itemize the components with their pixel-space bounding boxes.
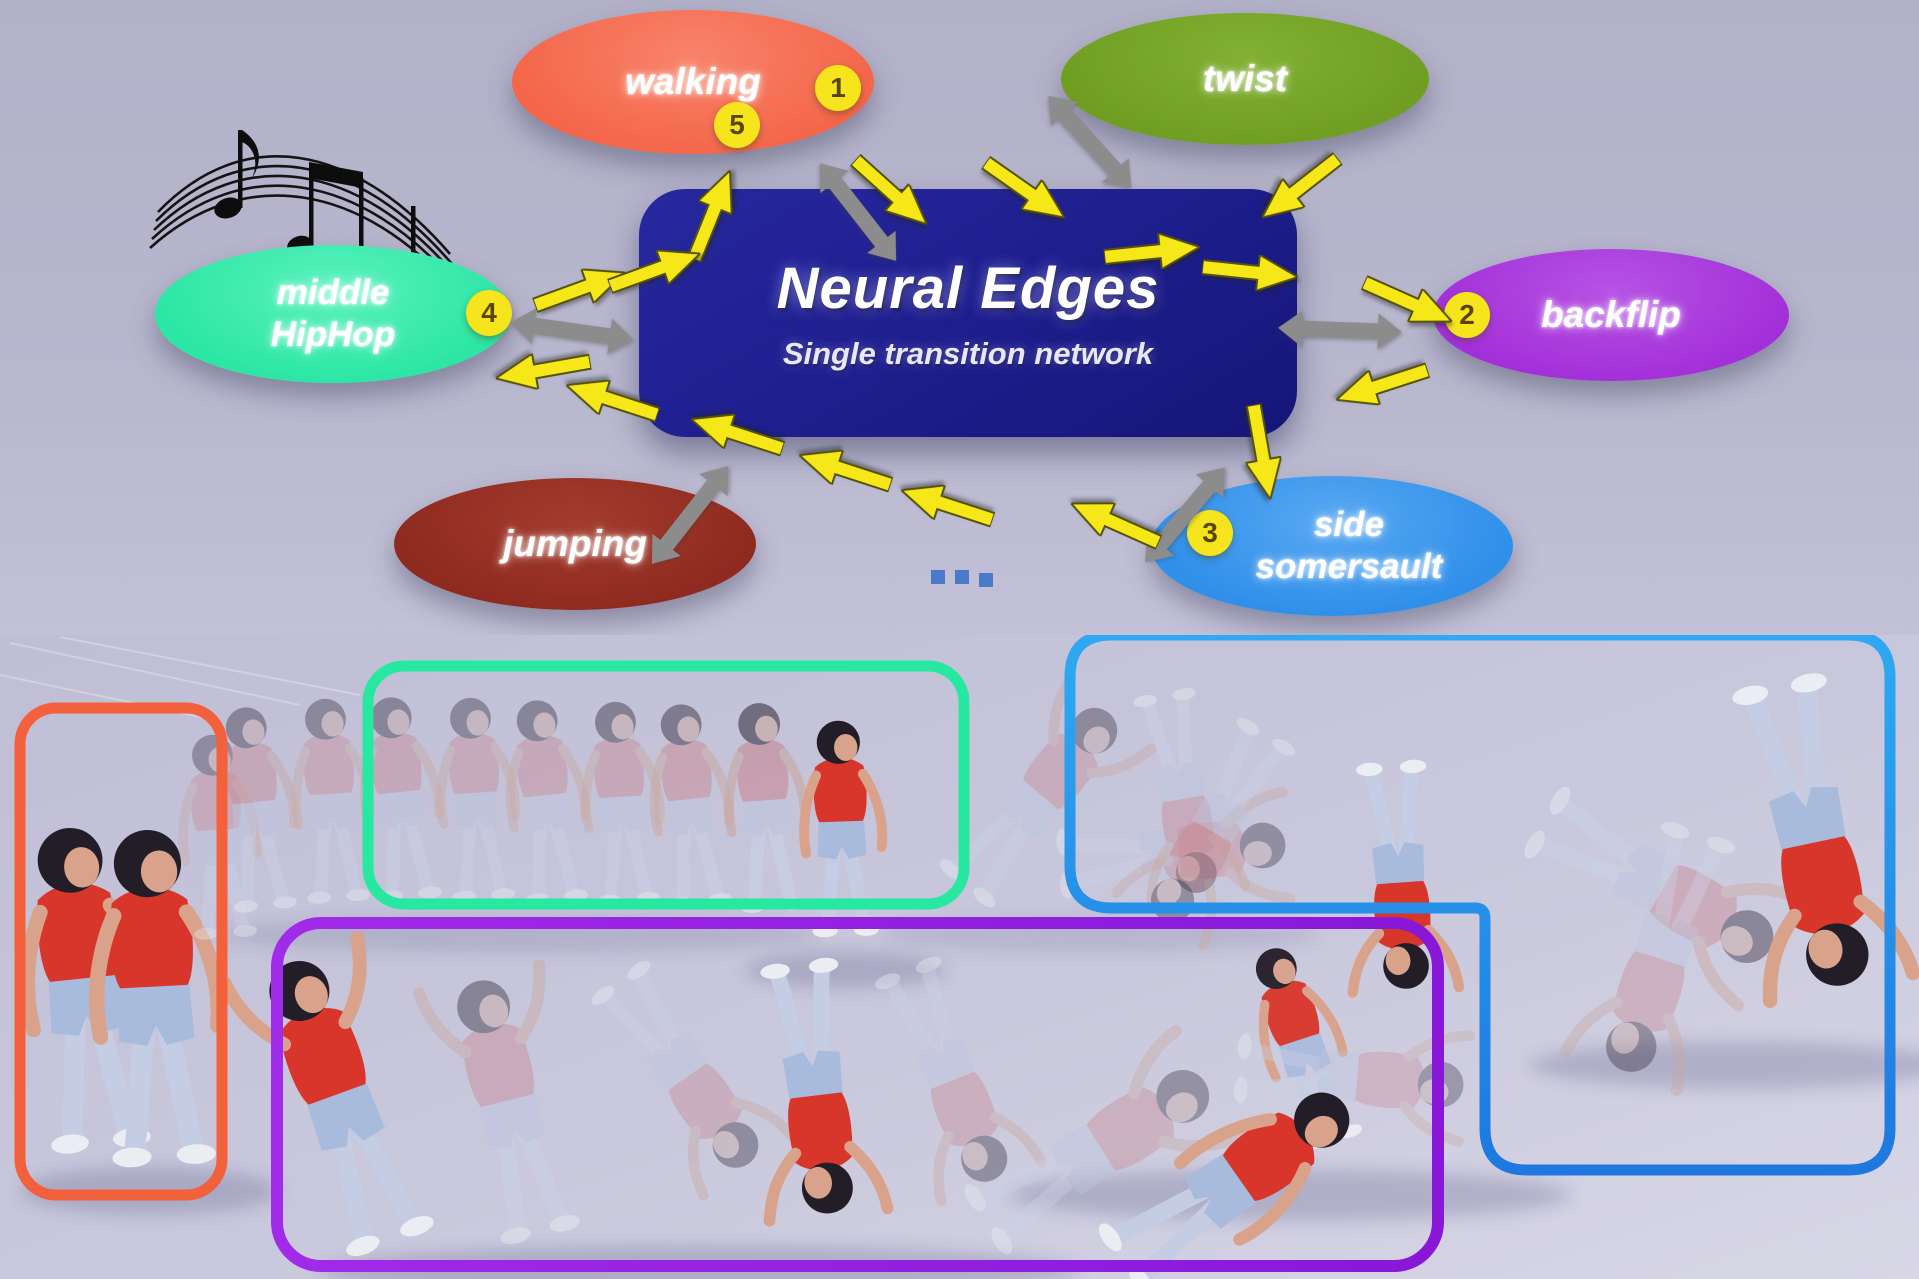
dancer-figure-ghost [964,1024,1246,1255]
hub-neural-edges: Neural Edges Single transition network [639,189,1297,437]
badge-4: 4 [466,290,512,336]
node-jumping-label: jumping [503,523,647,564]
transition-arrow-yellow [1064,487,1166,559]
ellipsis-dot [979,573,993,587]
badge-2: 2 [1444,292,1490,338]
node-side-somersault: side somersault [1151,476,1513,616]
dancer-figure-ghost [875,956,1047,1207]
dancer-figure-ghost [724,703,810,913]
dancer-figure-ghost [291,698,375,904]
bidirectional-arrow-gray [1277,308,1402,352]
transition-arrow-yellow [1357,266,1459,338]
highlight-box-hiphop [362,660,970,910]
dancer-figure-key [1098,1092,1350,1279]
transition-arrow-yellow [604,237,707,304]
dancer-figure-ghost [436,697,520,903]
dancer-figure-key [760,957,894,1227]
node-middle-hiphop: middle HipHop [155,245,511,383]
bidirectional-arrow-gray [1034,83,1147,202]
hub-subtitle: Single transition network [782,335,1154,371]
ellipsis-dot [931,570,945,584]
dancer-figure-ghost [581,701,665,907]
transition-arrow-yellow [686,402,788,466]
dancer-figure-ghost [1559,821,1736,1096]
transition-arrow-yellow [1251,144,1349,231]
bidirectional-arrow-gray [1130,455,1240,576]
badge-5: 5 [714,102,760,148]
node-somersault-label-line2: somersault [1255,547,1443,586]
node-backflip: backflip [1433,249,1789,381]
bidirectional-arrow-gray [636,454,744,576]
node-twist-label: twist [1202,58,1288,99]
highlight-box-backflip [271,917,1444,1272]
node-walking-label: walking [625,61,761,102]
hub-title: Neural Edges [776,255,1160,321]
dancer-figure-ghost [1234,1030,1475,1147]
dancer-figure-ghost [359,697,444,903]
dancer-figure-ghost [1133,688,1251,906]
badge-1: 1 [815,65,861,111]
highlight-box-walking [14,702,228,1201]
transition-arrow-yellow [794,438,896,502]
transition-arrow-yellow [1331,353,1433,417]
transition-arrow-yellow [896,473,998,537]
node-hiphop-label-line1: middle [276,273,390,312]
ellipsis-dot [955,570,969,584]
bidirectional-arrow-gray [508,303,636,360]
motion-sequence-image [0,635,1919,1279]
highlight-box-somersault [1064,635,1896,1176]
node-walking: walking [512,10,874,154]
transition-arrow-yellow [677,164,746,266]
transition-arrow-yellow [1102,229,1203,275]
transition-arrow-yellow [975,148,1074,233]
transition-arrow-yellow [843,147,938,238]
dancer-figure-ghost [412,959,580,1245]
node-twist: twist [1061,13,1429,145]
dancer-figure-key [1732,673,1919,1008]
node-somersault-label-line1: side [1313,505,1385,544]
transition-arrow-yellow [1236,402,1288,503]
dancer-figure-ghost [591,960,797,1201]
node-backflip-label: backflip [1541,294,1681,335]
transition-arrow-yellow [493,344,594,396]
badge-3: 3 [1187,510,1233,556]
dancer-figure-key [217,931,434,1257]
transition-arrow-yellow [1200,249,1301,295]
node-hiphop-label-line2: HipHop [270,315,396,354]
dancer-figure-ghost [178,734,262,940]
bidirectional-arrow-gray [804,151,912,273]
transition-arrow-yellow [561,368,663,432]
transition-arrow-yellow [529,256,632,323]
